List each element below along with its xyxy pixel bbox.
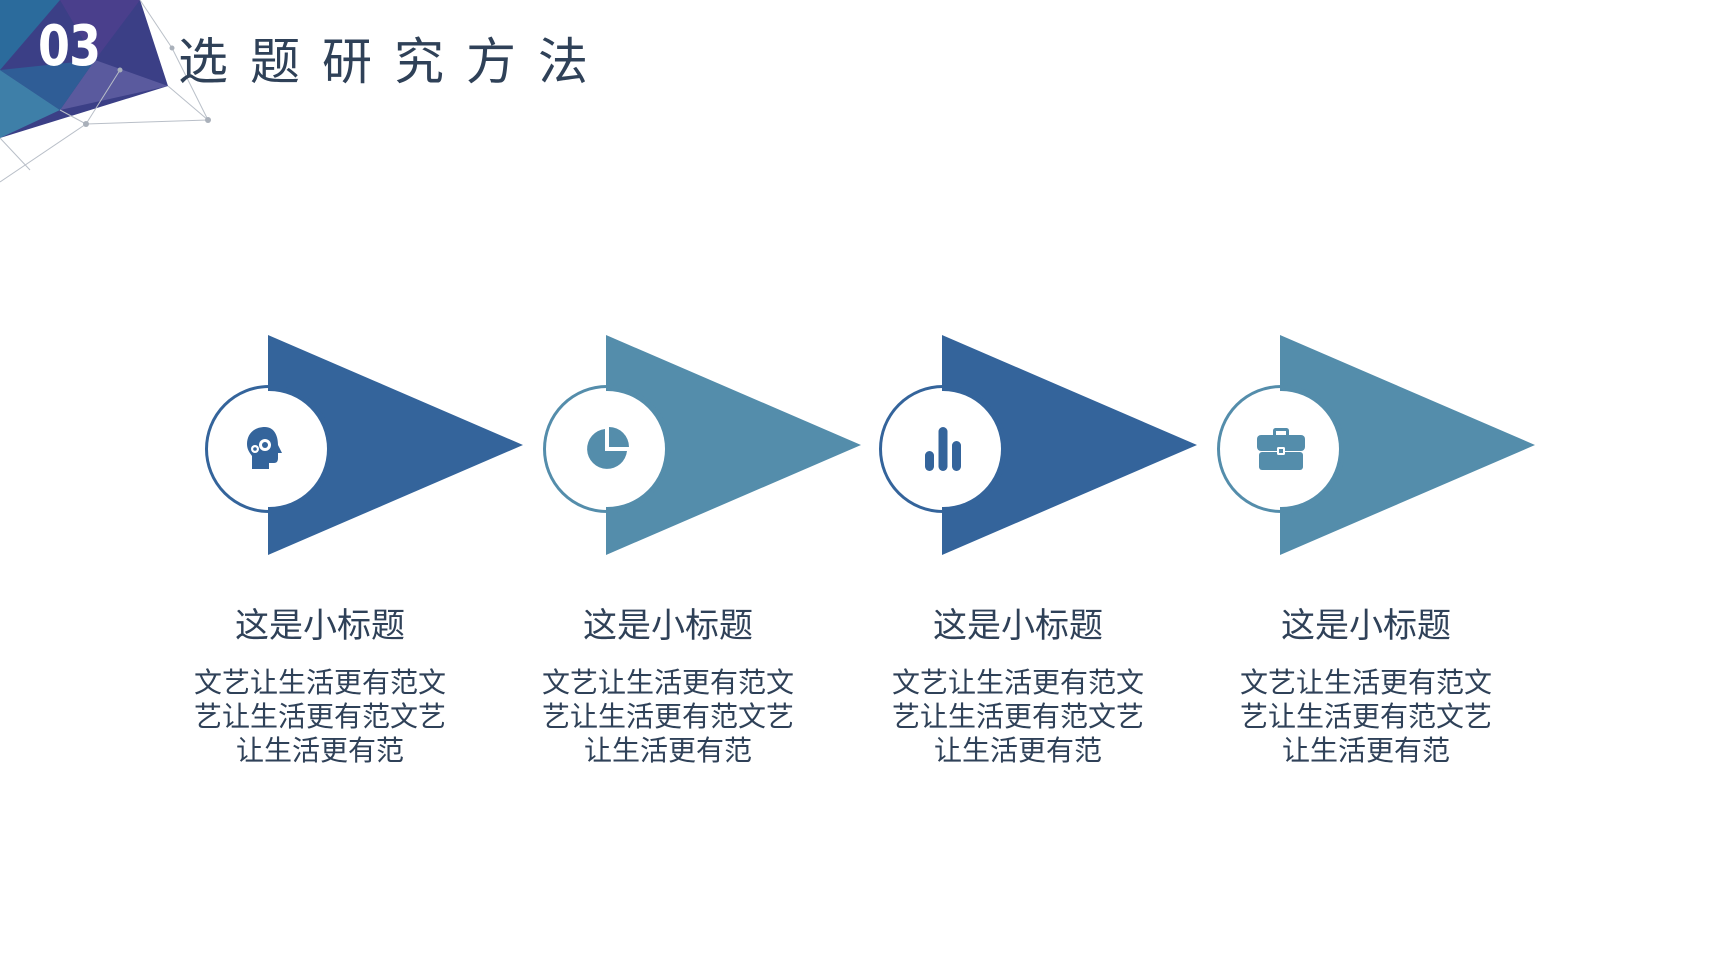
arrow-triangle [268,335,523,555]
page-title: 选题研究方法 [178,33,610,91]
step-4 [1215,330,1575,570]
arrow-triangle [942,335,1197,555]
step-2 [541,330,901,570]
icon-ring [205,385,333,513]
step-1 [203,330,563,570]
briefcase-icon [1257,428,1305,470]
step-description: 文艺让生活更有范文艺让生活更有范文艺让生活更有范 [541,666,794,767]
step-description: 文艺让生活更有范文艺让生活更有范文艺让生活更有范 [193,666,446,767]
icon-ring [543,385,671,513]
icon-ring [1217,385,1345,513]
step-description: 文艺让生活更有范文艺让生活更有范文艺让生活更有范 [891,666,1144,767]
head-gears-icon [247,427,282,469]
corner-decoration [0,0,211,183]
icon-ring [879,385,1007,513]
step-description: 文艺让生活更有范文艺让生活更有范文艺让生活更有范 [1239,666,1492,767]
step-1-caption: 这是小标题 文艺让生活更有范文艺让生活更有范文艺让生活更有范 [150,604,490,768]
pie-chart-icon [587,427,629,469]
step-3 [877,330,1237,570]
step-subtitle: 这是小标题 [235,606,405,646]
step-subtitle: 这是小标题 [933,606,1103,646]
step-subtitle: 这是小标题 [583,606,753,646]
step-2-caption: 这是小标题 文艺让生活更有范文艺让生活更有范文艺让生活更有范 [498,604,838,768]
step-4-caption: 这是小标题 文艺让生活更有范文艺让生活更有范文艺让生活更有范 [1196,604,1536,768]
step-3-caption: 这是小标题 文艺让生活更有范文艺让生活更有范文艺让生活更有范 [848,604,1188,768]
arrow-triangle [1280,335,1535,555]
icon-circle [549,391,665,507]
section-number: 03 [38,14,101,79]
bar-chart-icon [925,427,961,471]
arrow-triangle [606,335,861,555]
step-subtitle: 这是小标题 [1281,606,1451,646]
